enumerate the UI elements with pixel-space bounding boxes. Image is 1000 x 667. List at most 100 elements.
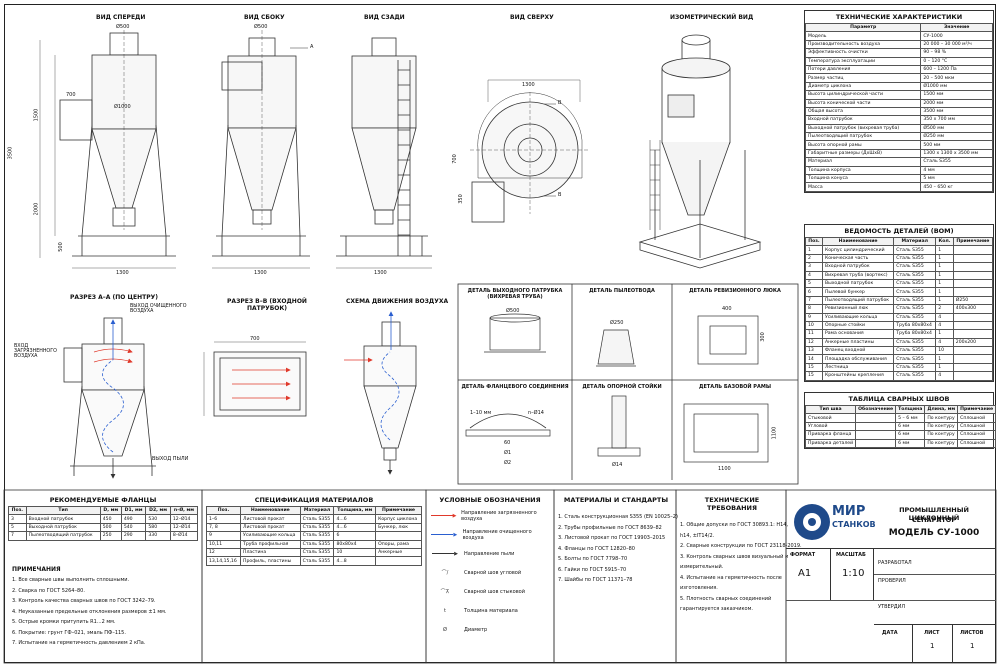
- welds-cell: По контуру: [924, 430, 959, 440]
- specs-cell: Производительность воздуха: [804, 39, 922, 50]
- legend-label: Направление загрязненного воздуха: [461, 509, 537, 522]
- section-bb-label: РАЗРЕЗ В–В (ВХОДНОЙ ПАТРУБОК): [227, 298, 307, 312]
- flanges-header: D2, мм: [145, 505, 171, 516]
- bom-cell: 1: [805, 245, 823, 255]
- specs-cell: Пылеотводящий патрубок: [804, 132, 922, 142]
- bom-cell: 3: [805, 262, 823, 272]
- bom-cell: Труба 80х80х4: [893, 329, 937, 339]
- materials_spec-cell: 1–6: [205, 514, 242, 524]
- bom-cell: [952, 346, 994, 356]
- bom-cell: Опорные стойки: [821, 320, 895, 331]
- bom-cell: Сталь S355: [893, 337, 937, 348]
- list-item: 5. Болты по ГОСТ 7798–70: [558, 556, 628, 562]
- flanges-cell: Входной патрубок: [25, 514, 101, 524]
- welds-cell: По контуру: [924, 438, 959, 448]
- dim-1100-h: 1100: [771, 426, 778, 440]
- dim-300-detail: 300: [759, 332, 766, 342]
- bom-cell: [952, 362, 994, 373]
- welds-cell: 6 мм: [895, 438, 926, 448]
- product-name-2: СЕПАРАТОР: [911, 516, 957, 524]
- bom-cell: Сталь S355: [893, 253, 937, 264]
- bom-cell: 5: [805, 278, 823, 289]
- specs-cell: 600 – 1200 Па: [920, 64, 993, 75]
- dim-d1: Ø1: [504, 450, 512, 456]
- logo-text-1: МИР: [832, 504, 866, 519]
- welds-header: Тип шва: [804, 404, 857, 415]
- specs-cell: Диаметр циклона: [804, 81, 922, 92]
- materials_spec-cell: Сталь S355: [299, 531, 335, 541]
- panel-frames: [3, 283, 997, 664]
- flanges-header: Тип: [25, 505, 101, 516]
- materials_spec-cell: Сталь S355: [299, 547, 335, 558]
- detail-drawings: [465, 313, 769, 463]
- materials_spec-cell: 4...6: [333, 522, 377, 533]
- materials_spec-header: Поз.: [205, 505, 242, 516]
- flanges-cell: 12–Ø14: [169, 514, 199, 524]
- bom-cell: 9: [805, 312, 823, 322]
- bom-cell: 1: [935, 295, 954, 306]
- legend-item: ▶Направление пыли: [430, 544, 550, 563]
- flanges-cell: 540: [120, 522, 147, 533]
- materials_spec-cell: Сталь S355: [299, 539, 335, 549]
- bom-cell: Труба 80х80х4: [893, 320, 937, 331]
- bom-cell: Сталь S355: [893, 278, 937, 289]
- flanges-cell: 250: [99, 531, 122, 541]
- detail-outlet-label: ДЕТАЛЬ ВЫХОДНОГО ПАТРУБКА (ВИХРЕВАЯ ТРУБ…: [467, 288, 563, 300]
- format-label: ФОРМАТ: [790, 552, 816, 558]
- materials_spec-cell: Труба профильная: [240, 539, 301, 549]
- bom-cell: [952, 287, 994, 297]
- materials_spec-cell: Пластина: [240, 547, 301, 558]
- materials_spec-cell: Листовой прокат: [240, 522, 301, 533]
- dim-350-top: 350: [457, 194, 464, 204]
- dim-700-bb: 700: [250, 336, 260, 342]
- welds-cell: [855, 413, 897, 423]
- dim-60: 60: [504, 440, 511, 446]
- welds-cell: По контуру: [924, 413, 959, 423]
- bom-header: Материал: [893, 236, 937, 247]
- bom-cell: Сталь S355: [893, 295, 937, 306]
- specs-cell: Модель: [804, 31, 922, 41]
- specs-cell: Сталь S355: [920, 157, 993, 167]
- bom-table: ВЕДОМОСТЬ ДЕТАЛЕЙ (BOM) Поз.Наименование…: [804, 224, 994, 382]
- list-item: 3. Контроль сварных швов визуальный и: [680, 553, 789, 560]
- bom-header: Кол.: [935, 236, 954, 247]
- bom-cell: Фланец входной: [821, 346, 895, 356]
- detail-hatch-label: ДЕТАЛЬ РЕВИЗИОННОГО ЛЮКА: [689, 288, 781, 294]
- bom-cell: Входной патрубок: [821, 262, 895, 272]
- dim-d1000-front: Ø1000: [114, 104, 131, 110]
- notes-title: ПРИМЕЧАНИЯ: [12, 566, 61, 573]
- welds-cell: [855, 430, 897, 440]
- bom-cell: 15: [805, 362, 823, 373]
- list-item: 1. Общие допуски по ГОСТ 30893.1: H14,: [680, 522, 789, 528]
- bom-cell: 2: [935, 304, 954, 314]
- specs-cell: Высота цилиндрической части: [804, 90, 922, 100]
- list-item: 2. Сварка по ГОСТ 5264–80.: [12, 587, 85, 594]
- dim-1300-front: 1300: [116, 270, 129, 276]
- bom-cell: 200х200: [952, 337, 994, 348]
- bom-cell: Сталь S355: [893, 312, 937, 322]
- legend-label: Толщина материала: [464, 607, 518, 614]
